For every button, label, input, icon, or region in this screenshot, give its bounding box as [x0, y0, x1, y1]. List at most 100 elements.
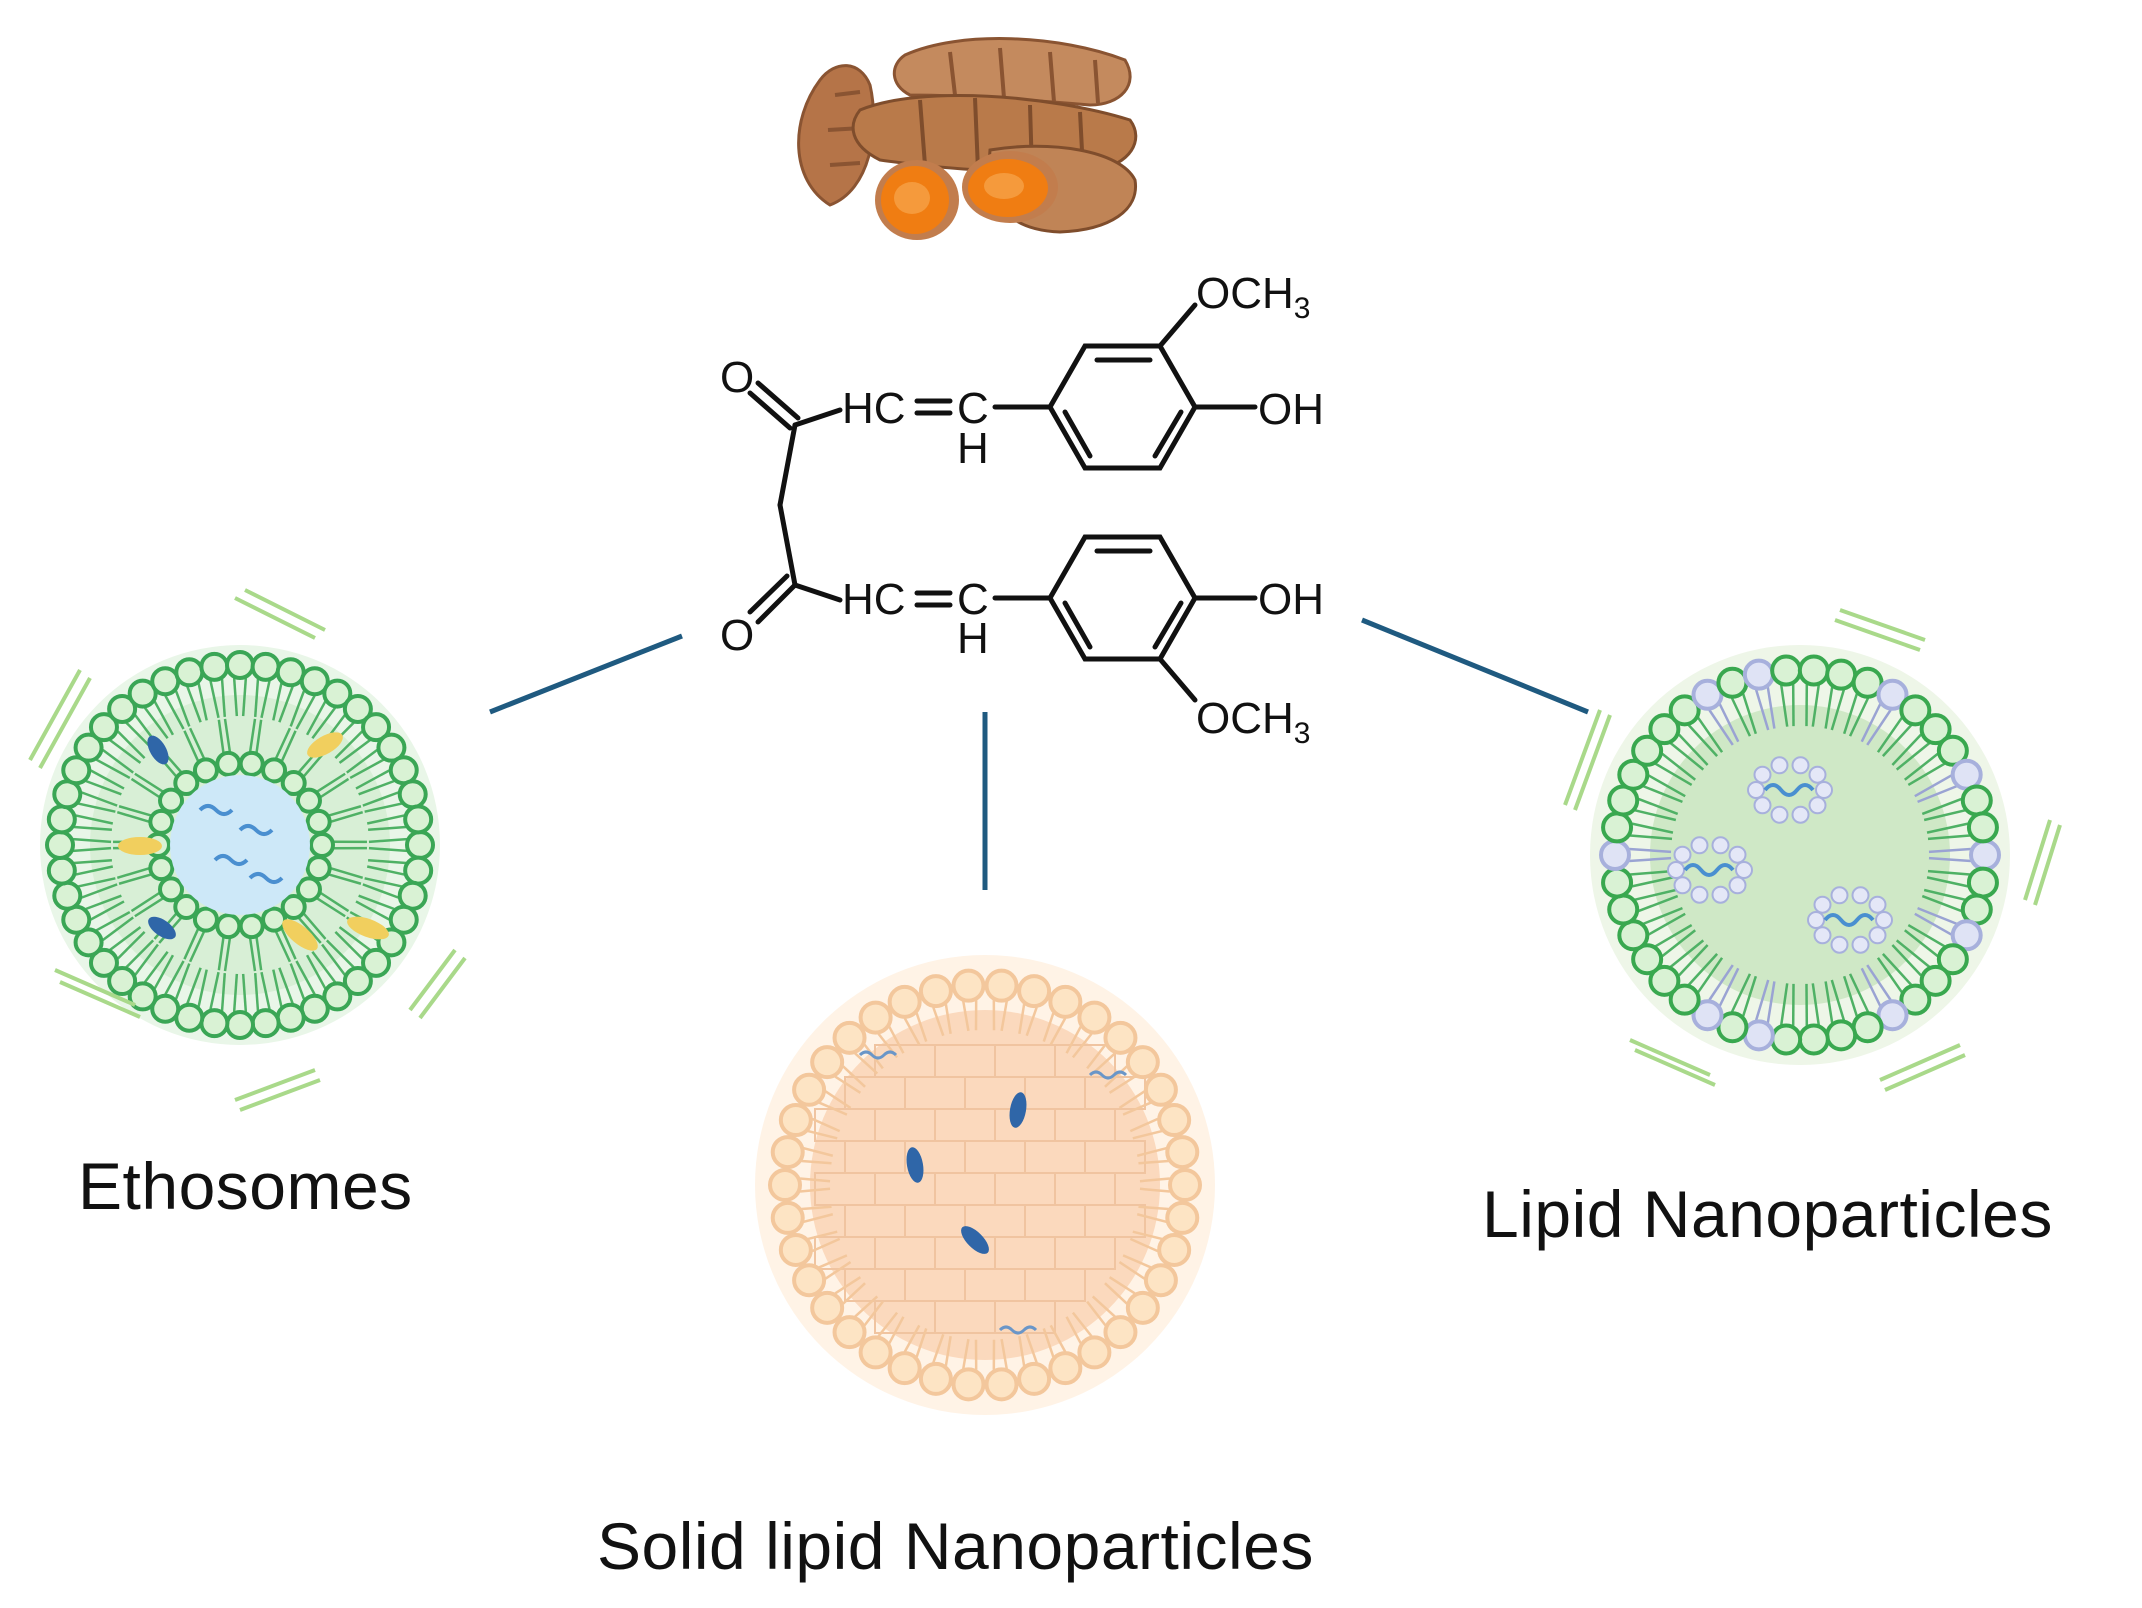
- strand-1: [235, 590, 325, 638]
- sln-surfactant-head: [773, 1203, 803, 1233]
- lnp-complex-lipid: [1674, 847, 1690, 863]
- sln-surfactant-head: [1105, 1023, 1135, 1053]
- sln-surfactant-head: [812, 1047, 842, 1077]
- lnp-lipid-head: [1854, 1013, 1882, 1041]
- ethosome-yellow-inclusion-2: [118, 837, 162, 855]
- ethosome-inner-lipid-head: [217, 915, 239, 937]
- ethosome-inner-lipid-head: [308, 857, 330, 879]
- lnp-complex-lipid: [1853, 887, 1869, 903]
- lnp-lipid-head: [1745, 661, 1773, 689]
- sln-surfactant-head: [773, 1137, 803, 1167]
- turmeric-cut-piece-1: [875, 160, 959, 240]
- label-lipid-nanoparticles: Lipid Nanoparticles: [1482, 1176, 2053, 1252]
- lnp-complex-lipid: [1674, 877, 1690, 893]
- ethosome-outer-lipid-head: [407, 832, 433, 858]
- label-ethosomes: Ethosomes: [78, 1148, 413, 1224]
- ethosome-inner-lipid-head: [160, 878, 182, 900]
- sln-surfactant-head: [1159, 1235, 1189, 1265]
- sln-surfactant-head: [1146, 1075, 1176, 1105]
- lnp-complex-lipid: [1816, 782, 1832, 798]
- lnp-lipid-head: [1963, 786, 1991, 814]
- lnp-complex-lipid: [1831, 887, 1847, 903]
- sln-surfactant-head: [1050, 987, 1080, 1017]
- top-ring-inner-3: [1065, 412, 1090, 456]
- lnp-complex-lipid: [1730, 877, 1746, 893]
- ethosome-outer-lipid-head: [201, 654, 227, 680]
- sln-surfactant-head: [1167, 1203, 1197, 1233]
- lnp-lipid-head: [1772, 1025, 1800, 1053]
- ethosome-outer-lipid-head: [405, 806, 431, 832]
- lnp-illustration: [1565, 610, 2060, 1090]
- lnp-strand-4: [1630, 1040, 1715, 1085]
- group-och3-bottom: OCH3: [1196, 694, 1310, 750]
- sln-surfactant-head: [1079, 1003, 1109, 1033]
- sln-surfactant-head: [1167, 1137, 1197, 1167]
- lnp-complex-lipid: [1771, 757, 1787, 773]
- sln-surfactant-head: [835, 1317, 865, 1347]
- lnp-complex-lipid: [1870, 897, 1886, 913]
- lnp-complex-lipid: [1831, 937, 1847, 953]
- sln-surfactant-head: [781, 1105, 811, 1135]
- lnp-complex-lipid: [1754, 767, 1770, 783]
- ethosome-outer-lipid-head: [227, 1012, 253, 1038]
- lnp-complex-lipid: [1814, 927, 1830, 943]
- lnp-complex-lipid: [1810, 797, 1826, 813]
- lnp-lipid-head: [1827, 1021, 1855, 1049]
- sln-surfactant-head: [1159, 1105, 1189, 1135]
- atom-h-top: H: [957, 424, 989, 473]
- lnp-complex-lipid: [1691, 887, 1707, 903]
- ethosome-aqueous-core: [170, 775, 310, 915]
- connectors: [490, 620, 1588, 890]
- sln-illustration: [755, 955, 1215, 1415]
- atom-hc-bottom: HC: [842, 575, 906, 624]
- lnp-lipid-head: [1971, 841, 1999, 869]
- lnp-lipid-head: [1800, 657, 1828, 685]
- bond-bottom-och3: [1160, 659, 1195, 700]
- lnp-complex-lipid: [1793, 757, 1809, 773]
- bottom-benzene-ring: [1050, 537, 1195, 659]
- lnp-complex-lipid: [1793, 807, 1809, 823]
- label-solid-lipid-nanoparticles: Solid lipid Nanoparticles: [597, 1508, 1314, 1584]
- sln-surfactant-head: [953, 971, 983, 1001]
- lnp-complex-lipid: [1730, 847, 1746, 863]
- och3-top-sub: 3: [1294, 292, 1311, 325]
- lnp-lipid-head: [1718, 669, 1746, 697]
- lnp-lipid-head: [1609, 896, 1637, 924]
- ethosome-outer-lipid-head: [400, 781, 426, 807]
- strand-5: [410, 950, 465, 1018]
- bond-top-carbonyl-double: [758, 383, 798, 418]
- bond-bottom-c-hc: [795, 585, 840, 600]
- lnp-lipid-head: [1969, 869, 1997, 897]
- lnp-complex-lipid: [1668, 862, 1684, 878]
- lnp-lipid-head: [1969, 813, 1997, 841]
- ethosome-inner-lipid-head: [241, 753, 263, 775]
- bond-bottom-carbonyl: [758, 585, 795, 622]
- group-oh-top: OH: [1258, 385, 1324, 434]
- atom-o-top: O: [720, 353, 754, 402]
- top-benzene-ring: [1050, 346, 1195, 468]
- lnp-strand-1: [1835, 610, 1925, 650]
- ethosome-outer-lipid-head: [201, 1010, 227, 1036]
- atom-hc-top: HC: [842, 384, 906, 433]
- lnp-complex-lipid: [1713, 837, 1729, 853]
- sln-surfactant-head: [987, 1369, 1017, 1399]
- bond-top-carbonyl: [750, 393, 790, 428]
- sln-surfactant-head: [1128, 1293, 1158, 1323]
- ethosome-illustration: [30, 590, 465, 1110]
- lnp-strand-5: [1880, 1045, 1965, 1090]
- sln-surfactant-head: [770, 1170, 800, 1200]
- ethosome-inner-lipid-head: [308, 811, 330, 833]
- sln-surfactant-head: [890, 987, 920, 1017]
- ethosome-inner-lipid-head: [195, 759, 217, 781]
- lnp-lipid-head: [1827, 661, 1855, 689]
- ethosome-outer-lipid-head: [253, 1010, 279, 1036]
- lnp-complex-lipid: [1748, 782, 1764, 798]
- sln-surfactant-head: [1079, 1337, 1109, 1367]
- sln-surfactant-head: [953, 1369, 983, 1399]
- lnp-lipid-head: [1745, 1021, 1773, 1049]
- ethosome-inner-lipid-head: [298, 790, 320, 812]
- bond-top-och3: [1160, 305, 1195, 346]
- ethosome-outer-lipid-head: [54, 883, 80, 909]
- ethosome-outer-lipid-head: [227, 652, 253, 678]
